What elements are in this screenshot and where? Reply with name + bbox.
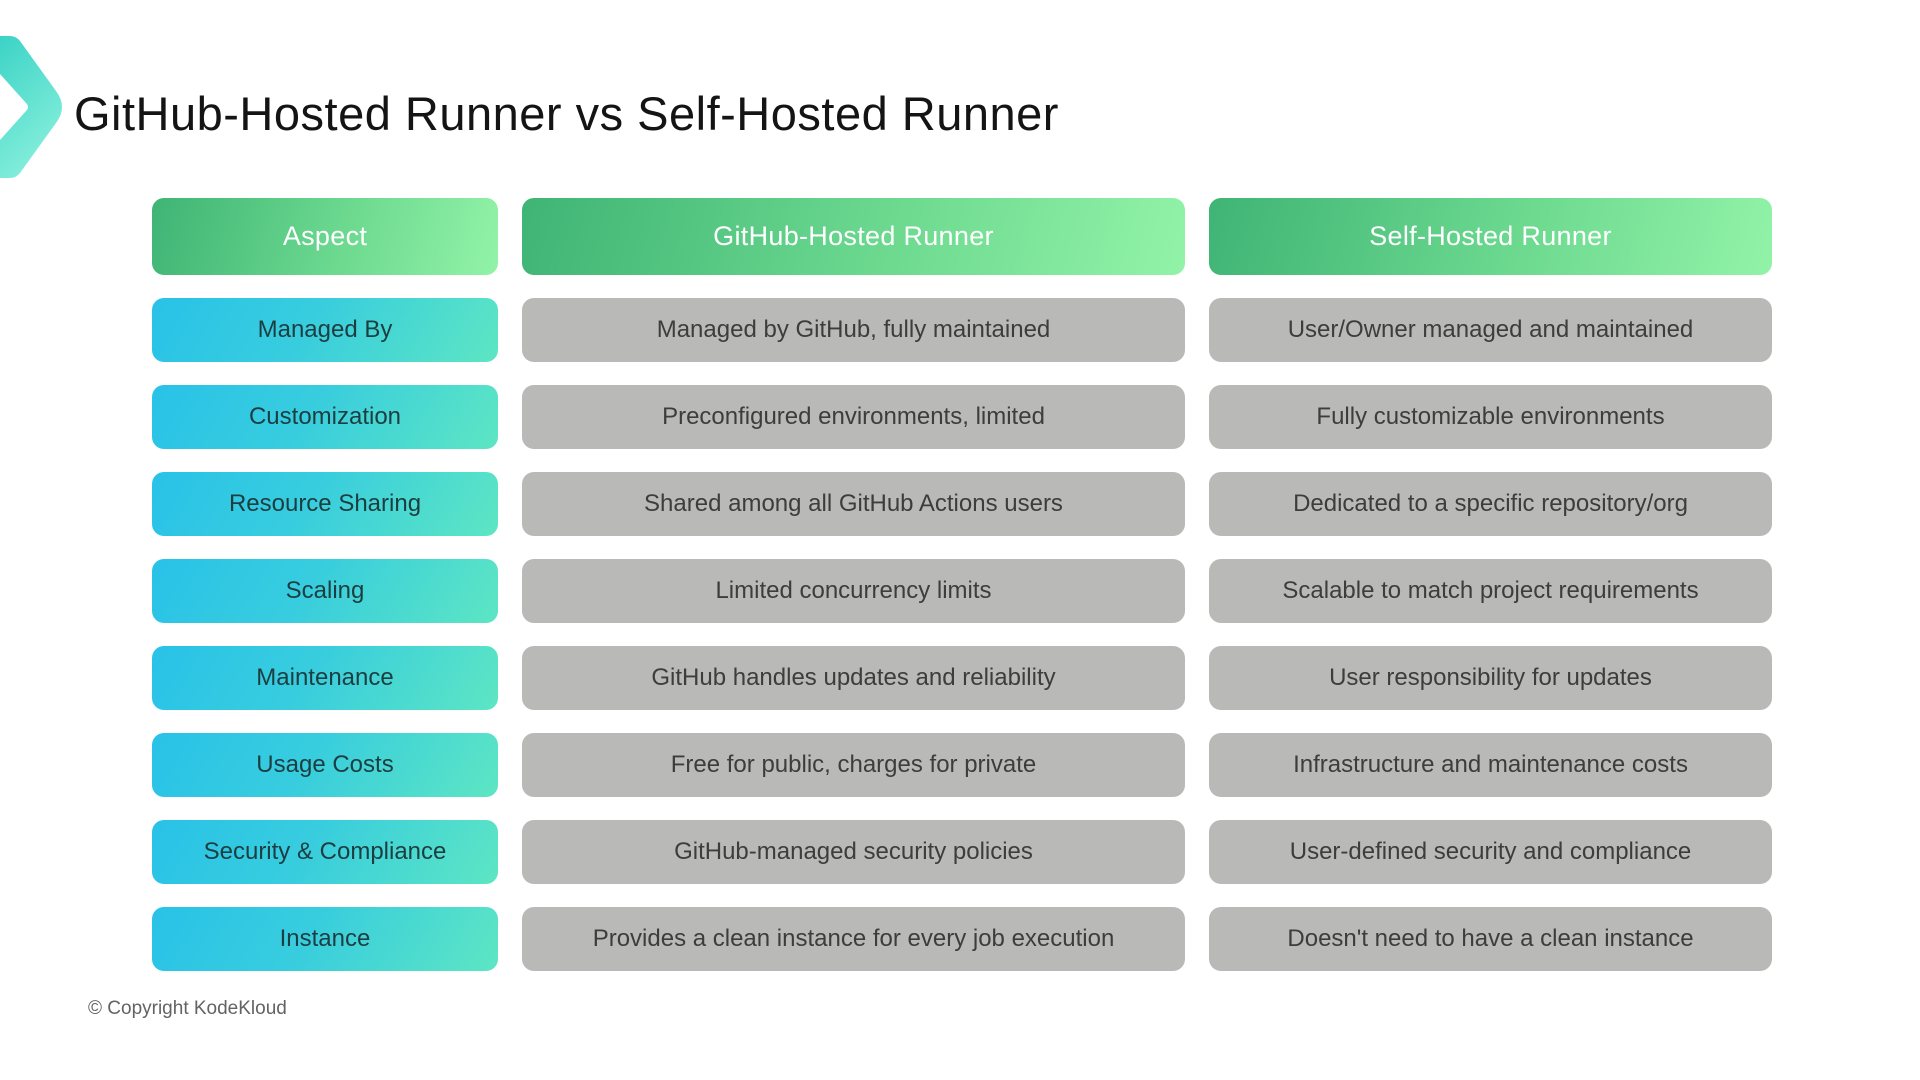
- github-cell-maintenance: GitHub handles updates and reliability: [522, 646, 1185, 710]
- github-cell-scaling: Limited concurrency limits: [522, 559, 1185, 623]
- self-cell-usage-costs: Infrastructure and maintenance costs: [1209, 733, 1772, 797]
- copyright-notice: © Copyright KodeKloud: [88, 998, 287, 1019]
- self-cell-resource-sharing: Dedicated to a specific repository/org: [1209, 472, 1772, 536]
- aspect-cell-customization: Customization: [152, 385, 498, 449]
- self-cell-instance: Doesn't need to have a clean instance: [1209, 907, 1772, 971]
- aspect-cell-scaling: Scaling: [152, 559, 498, 623]
- chevron-icon: [0, 36, 62, 178]
- self-cell-managed-by: User/Owner managed and maintained: [1209, 298, 1772, 362]
- github-cell-customization: Preconfigured environments, limited: [522, 385, 1185, 449]
- github-cell-instance: Provides a clean instance for every job …: [522, 907, 1185, 971]
- column-header-self-hosted: Self-Hosted Runner: [1209, 198, 1772, 275]
- page-title: GitHub-Hosted Runner vs Self-Hosted Runn…: [74, 87, 1059, 140]
- github-cell-managed-by: Managed by GitHub, fully maintained: [522, 298, 1185, 362]
- aspect-cell-security-compliance: Security & Compliance: [152, 820, 498, 884]
- self-cell-security-compliance: User-defined security and compliance: [1209, 820, 1772, 884]
- column-header-aspect: Aspect: [152, 198, 498, 275]
- aspect-cell-managed-by: Managed By: [152, 298, 498, 362]
- github-cell-resource-sharing: Shared among all GitHub Actions users: [522, 472, 1185, 536]
- self-cell-scaling: Scalable to match project requirements: [1209, 559, 1772, 623]
- column-header-github-hosted: GitHub-Hosted Runner: [522, 198, 1185, 275]
- aspect-cell-instance: Instance: [152, 907, 498, 971]
- kodekloud-chevron-logo: [0, 36, 64, 178]
- github-cell-usage-costs: Free for public, charges for private: [522, 733, 1185, 797]
- self-cell-customization: Fully customizable environments: [1209, 385, 1772, 449]
- comparison-table: Aspect GitHub-Hosted Runner Self-Hosted …: [152, 198, 1772, 971]
- github-cell-security-compliance: GitHub-managed security policies: [522, 820, 1185, 884]
- aspect-cell-resource-sharing: Resource Sharing: [152, 472, 498, 536]
- aspect-cell-maintenance: Maintenance: [152, 646, 498, 710]
- self-cell-maintenance: User responsibility for updates: [1209, 646, 1772, 710]
- aspect-cell-usage-costs: Usage Costs: [152, 733, 498, 797]
